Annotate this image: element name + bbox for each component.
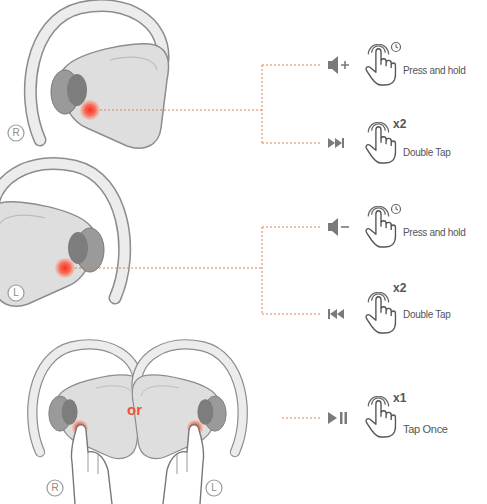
tap-count: x1 [393, 391, 406, 405]
circle-outline [47, 480, 63, 496]
touching-finger [163, 425, 204, 504]
previous-track-icon [328, 309, 330, 319]
tap-hand-icon [366, 122, 395, 163]
next-track-icon [342, 138, 344, 148]
leader-line [100, 65, 322, 143]
finger-crease [88, 452, 98, 474]
side-letter: R [46, 479, 64, 497]
volume-up-icon [328, 61, 332, 69]
press-hand-icon [366, 206, 395, 247]
play-pause-icon [328, 412, 337, 424]
hold-clock-icon [392, 43, 401, 52]
side-letter: L [7, 284, 25, 302]
leader-line [282, 418, 322, 419]
circled-side-letter: L [205, 479, 223, 497]
previous-track-icon [337, 309, 344, 319]
plus-sign [341, 61, 349, 69]
hold-clock-icon [392, 205, 401, 214]
finger-crease [177, 452, 187, 474]
previous-track-icon [330, 309, 337, 319]
gesture-label: Press and hold [403, 65, 466, 76]
touching-finger [71, 425, 112, 504]
alternative-word: or [127, 401, 142, 418]
tap-hand-icon [366, 292, 395, 333]
press-hand-icon [366, 44, 395, 85]
gesture-label: Tap Once [403, 423, 448, 435]
tap-count: x2 [393, 117, 406, 131]
circle-outline [206, 480, 222, 496]
right-earbud [30, 6, 168, 149]
circled-side-letter: L [7, 284, 25, 302]
circled-side-letter: R [7, 124, 25, 142]
side-letter: R [7, 124, 25, 142]
volume-down-icon [332, 218, 338, 236]
gesture-label: Double Tap [403, 147, 450, 158]
gesture-label: Press and hold [403, 227, 466, 238]
volume-down-icon [328, 223, 332, 231]
play-pause-icon [345, 412, 348, 424]
gesture-label: Double Tap [403, 309, 450, 320]
leader-line [75, 227, 322, 314]
tap-count: x2 [393, 281, 406, 295]
next-track-icon [335, 138, 342, 148]
left-earbud [0, 164, 125, 307]
minus-sign [341, 226, 349, 228]
volume-up-icon [332, 56, 338, 74]
circle-outline [8, 125, 24, 141]
circle-outline [8, 285, 24, 301]
circled-side-letter: R [46, 479, 64, 497]
next-track-icon [328, 138, 335, 148]
play-pause-icon [340, 412, 343, 424]
side-letter: L [205, 479, 223, 497]
tap-hand-icon [366, 396, 395, 437]
